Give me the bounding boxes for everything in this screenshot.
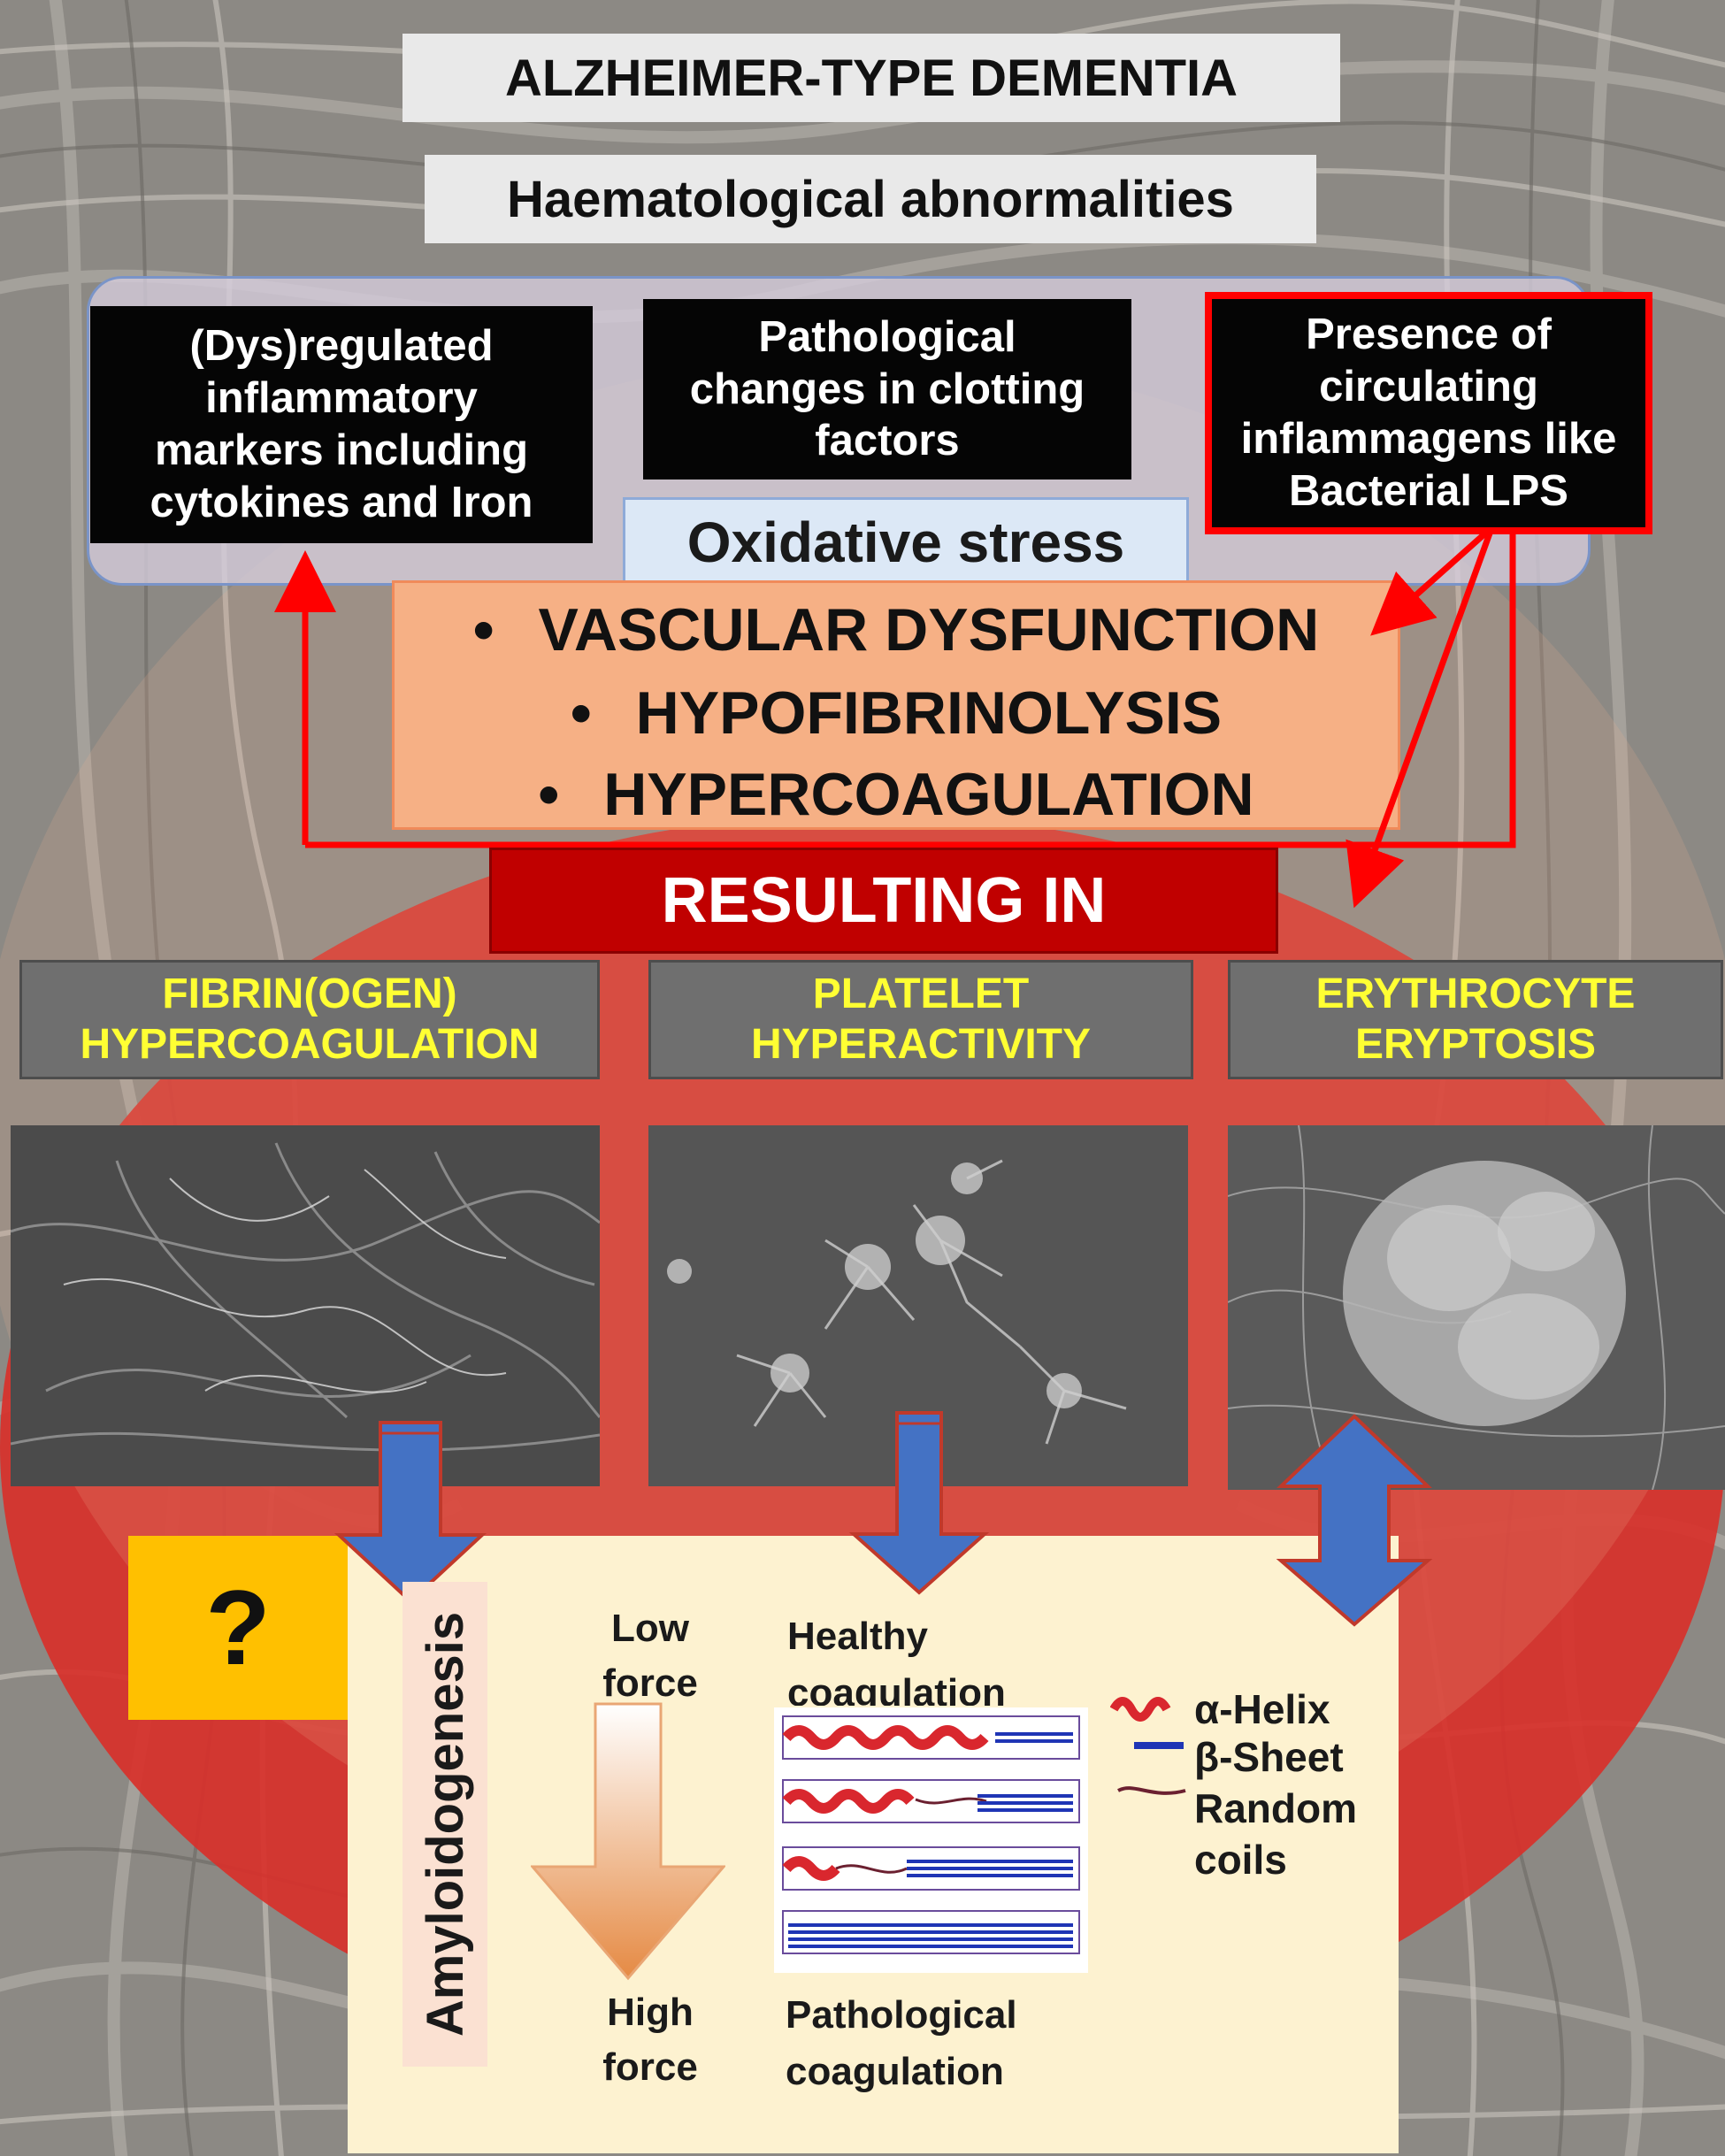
strip-4 <box>782 1910 1080 1954</box>
main-title: ALZHEIMER-TYPE DEMENTIA <box>402 34 1340 122</box>
strip-1 <box>782 1715 1080 1760</box>
high-force-label: High force <box>602 1991 698 2089</box>
question-mark-label: ? <box>205 1569 271 1687</box>
outcome-platelet-hyperactivity: PLATELET HYPERACTIVITY <box>648 960 1193 1079</box>
oxidative-stress-box: Oxidative stress <box>623 497 1189 587</box>
cause-clotting-factors: Pathological changes in clotting factors <box>643 299 1131 480</box>
legend-beta-sheet: β-Sheet <box>1194 1734 1344 1780</box>
down-arrow-platelet <box>848 1411 990 1595</box>
sem-image-fibrin <box>11 1125 600 1486</box>
question-mark-box: ? <box>128 1536 348 1720</box>
effects-box: •VASCULAR DYSFUNCTION •HYPOFIBRINOLYSIS … <box>392 580 1400 830</box>
effect-hypercoagulation: •HYPERCOAGULATION <box>538 761 1254 828</box>
legend-random-coils: Random coils <box>1194 1785 1357 1883</box>
protein-structure-strips <box>774 1707 1088 1973</box>
lps-arrow-to-outcomes <box>1346 529 1494 909</box>
amyloidogenesis-label-bg <box>402 1582 487 2067</box>
outcome-erythrocyte-eryptosis: ERYTHROCYTE ERYPTOSIS <box>1228 960 1723 1079</box>
strip-3 <box>782 1846 1080 1891</box>
force-gradient-arrow <box>531 1702 725 1981</box>
cause-inflammagens-lps: Presence of circulating inflammagens lik… <box>1205 292 1652 534</box>
pathological-coagulation-label: Pathological coagulation <box>786 1993 1017 2093</box>
outcome-fibrinogen-hypercoagulation: FIBRIN(OGEN) HYPERCOAGULATION <box>19 960 600 1079</box>
legend-alpha-helix: α-Helix <box>1194 1686 1330 1732</box>
resulting-in-label: RESULTING IN <box>661 865 1107 936</box>
lps-arrow-to-vascular <box>1370 530 1489 636</box>
oxidative-stress-label: Oxidative stress <box>686 510 1125 574</box>
random-coil-icon <box>1117 1786 1186 1795</box>
double-arrow-erythrocyte <box>1276 1414 1433 1627</box>
effect-hypofibrinolysis: •HYPOFIBRINOLYSIS <box>570 679 1223 747</box>
strip-2 <box>782 1779 1080 1823</box>
effect-vascular-dysfunction: •VASCULAR DYSFUNCTION <box>472 596 1320 664</box>
low-force-label: Low force <box>602 1607 698 1705</box>
subtitle: Haematological abnormalities <box>425 155 1316 243</box>
beta-sheet-icon <box>1134 1742 1184 1749</box>
resulting-in-banner: RESULTING IN <box>489 848 1278 954</box>
sem-image-erythrocyte <box>1228 1125 1725 1490</box>
cause-inflammatory-markers: (Dys)regulated inflammatory markers incl… <box>90 306 593 543</box>
amyloidogenesis-label: Amyloidogenesis <box>416 1611 474 2037</box>
down-arrow-fibrin <box>334 1421 487 1604</box>
alpha-helix-icon <box>1110 1697 1171 1722</box>
healthy-coagulation-label: Healthy coagulation <box>787 1615 1006 1706</box>
